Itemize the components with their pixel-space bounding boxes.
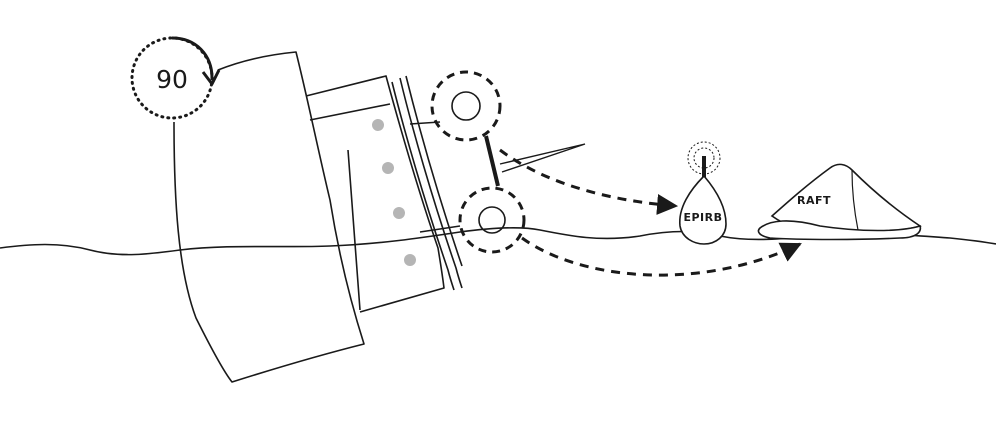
porthole	[404, 254, 416, 266]
release-unit-lower	[458, 186, 526, 254]
release-unit-icon	[458, 186, 526, 254]
raft-label: RAFT	[797, 194, 831, 207]
portholes	[372, 119, 416, 266]
mast-thick	[484, 135, 500, 187]
capsized-vessel	[173, 51, 463, 383]
antenna-signal-inner	[693, 147, 715, 169]
angle-label: 90	[156, 65, 188, 94]
rotation-indicator: 90	[130, 36, 221, 120]
raft-tube	[757, 220, 922, 241]
life-raft: RAFT	[757, 163, 922, 241]
release-unit-core	[478, 206, 506, 234]
release-unit-upper	[430, 70, 502, 142]
porthole	[393, 207, 405, 219]
raft-canopy-seam	[851, 169, 859, 231]
release-unit-core	[451, 91, 481, 121]
epirb-body	[679, 174, 727, 245]
vessel-pole-2	[419, 225, 461, 233]
arrow-icon	[499, 148, 679, 215]
vessel-rail-1	[391, 81, 455, 291]
porthole	[372, 119, 384, 131]
vessel-hull	[173, 51, 365, 383]
epirb-beacon: EPIRB	[679, 141, 727, 245]
vessel-cabin-inner	[309, 103, 391, 311]
rotation-arrow-head-icon	[201, 69, 221, 86]
vessel-cabin	[305, 75, 445, 313]
vessel-rail-2	[399, 77, 463, 289]
release-unit-icon	[430, 70, 502, 142]
arrow-icon	[521, 236, 802, 277]
epirb-label: EPIRB	[683, 211, 722, 224]
mast-spar	[499, 143, 586, 173]
rotation-arrow-icon	[171, 36, 214, 79]
vessel-rail-3	[405, 75, 463, 267]
vessel-mast	[484, 135, 586, 187]
porthole	[382, 162, 394, 174]
